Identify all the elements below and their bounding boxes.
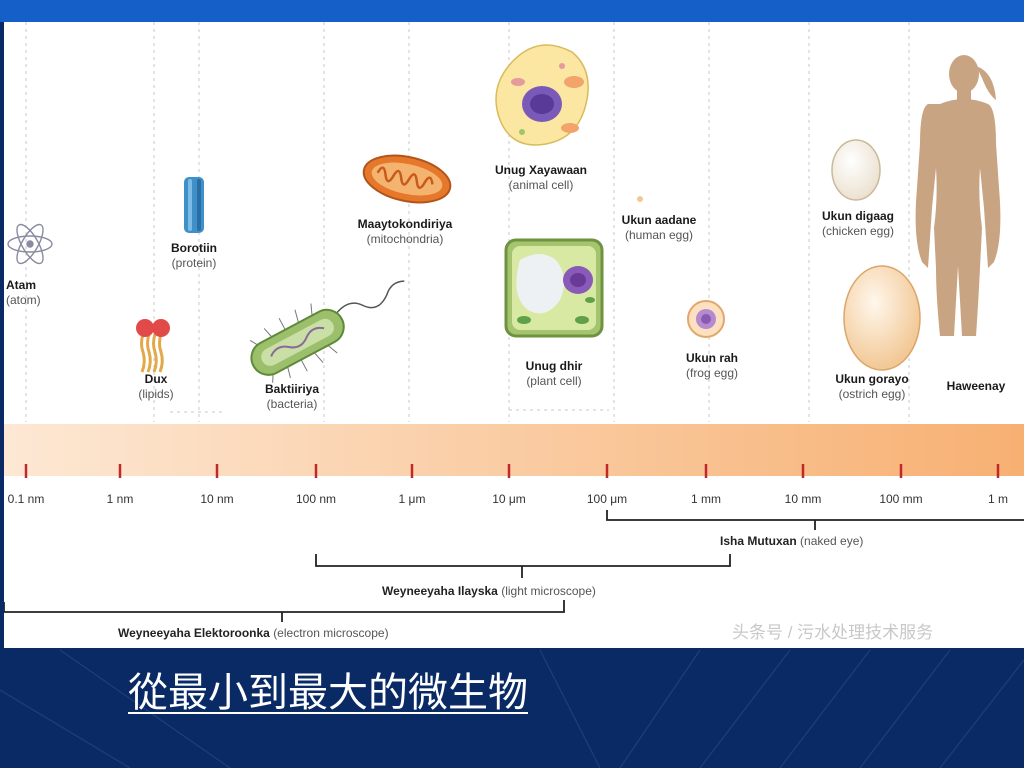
chicken-egg-icon <box>831 139 881 201</box>
label-plant-cell-sub: (plant cell) <box>526 374 582 388</box>
range-electron-microscope-name: Weyneeyaha Elektoroonka <box>118 626 270 640</box>
label-bacteria-sub: (bacteria) <box>266 397 318 411</box>
electron-microscope-bracket <box>4 600 565 622</box>
label-ostrich-egg: Ukun gorayo (ostrich egg) <box>835 372 908 402</box>
frog-egg-icon <box>687 300 725 338</box>
label-woman-name: Haweenay <box>946 379 1006 393</box>
label-chicken-egg: Ukun digaag (chicken egg) <box>822 209 894 239</box>
label-ostrich-egg-name: Ukun gorayo <box>835 372 909 386</box>
label-protein: Borotiin (protein) <box>171 241 217 271</box>
tick-label: 10 μm <box>492 492 526 506</box>
range-electron-microscope-sub: (electron microscope) <box>273 626 389 640</box>
label-lipids: Dux (lipids) <box>138 372 173 402</box>
scale-diagram-panel: Atam (atom) Dux (lipids) Borotiin (prote… <box>4 22 1024 648</box>
slide-title: 從最小到最大的微生物 <box>128 670 528 716</box>
protein-icon <box>184 177 204 233</box>
range-light-microscope: Weyneeyaha Ilayska (light microscope) <box>382 584 596 598</box>
lipid-icon <box>136 319 170 373</box>
label-human-egg: Ukun aadane (human egg) <box>622 213 697 243</box>
tick-label: 1 m <box>987 492 1009 506</box>
animal-cell-icon <box>495 44 589 146</box>
label-atom-sub: (atom) <box>6 293 41 307</box>
label-animal-cell-name: Unug Xayawaan <box>494 163 588 177</box>
label-bacteria-name: Baktiiriya <box>264 382 320 396</box>
range-naked-eye-name: Isha Mutuxan <box>720 534 797 548</box>
label-chicken-egg-sub: (chicken egg) <box>821 224 895 238</box>
label-plant-cell-name: Unug dhir <box>525 359 583 373</box>
watermark: 头条号 / 污水处理技术服务 <box>732 623 934 642</box>
label-mitochondria-sub: (mitochondria) <box>366 232 444 246</box>
tick-label: 100 μm <box>586 492 628 506</box>
label-mitochondria: Maaytokondiriya (mitochondria) <box>358 217 453 247</box>
label-protein-sub: (protein) <box>171 256 217 270</box>
human-egg-icon <box>637 196 643 202</box>
atom-icon <box>7 223 53 265</box>
plant-cell-icon <box>504 238 604 338</box>
tick-label: 100 mm <box>879 492 923 506</box>
label-human-egg-name: Ukun aadane <box>621 213 697 227</box>
label-lipids-sub: (lipids) <box>138 387 174 401</box>
naked-eye-bracket <box>606 510 1024 530</box>
label-chicken-egg-name: Ukun digaag <box>821 209 895 223</box>
label-frog-egg: Ukun rah (frog egg) <box>686 351 738 381</box>
range-naked-eye-sub: (naked eye) <box>800 534 864 548</box>
bacterium-icon <box>249 280 405 383</box>
label-plant-cell: Unug dhir (plant cell) <box>526 359 583 389</box>
range-light-microscope-sub: (light microscope) <box>501 584 596 598</box>
label-mitochondria-name: Maaytokondiriya <box>357 217 453 231</box>
range-naked-eye: Isha Mutuxan (naked eye) <box>720 534 863 548</box>
label-frog-egg-name: Ukun rah <box>685 351 738 365</box>
label-woman: Haweenay <box>947 379 1006 394</box>
label-frog-egg-sub: (frog egg) <box>685 366 739 380</box>
tick-label: 1 nm <box>106 492 134 506</box>
range-light-microscope-name: Weyneeyaha Ilayska <box>382 584 498 598</box>
light-microscope-bracket <box>315 554 731 578</box>
tick-label: 1 μm <box>398 492 426 506</box>
label-atom-name: Atam <box>6 278 37 292</box>
label-human-egg-sub: (human egg) <box>624 228 694 242</box>
label-animal-cell: Unug Xayawaan (animal cell) <box>495 163 587 193</box>
woman-silhouette-icon <box>915 55 1001 336</box>
tick-label: 10 mm <box>784 492 822 506</box>
tick-label: 100 nm <box>295 492 337 506</box>
scale-ticks <box>24 464 1000 478</box>
scale-diagram <box>4 22 1024 622</box>
label-atom: Atam (atom) <box>6 278 41 308</box>
mitochondrion-icon <box>362 154 452 204</box>
tick-label: 10 nm <box>200 492 234 506</box>
label-animal-cell-sub: (animal cell) <box>508 178 574 192</box>
tick-label: 1 mm <box>691 492 721 506</box>
scale-bar <box>4 424 1024 476</box>
tick-label: 0.1 nm <box>7 492 45 506</box>
label-bacteria: Baktiiriya (bacteria) <box>265 382 319 412</box>
label-ostrich-egg-sub: (ostrich egg) <box>838 387 906 401</box>
guide-lines <box>25 22 910 422</box>
ostrich-egg-icon <box>843 265 921 371</box>
label-lipids-name: Dux <box>144 372 168 386</box>
label-protein-name: Borotiin <box>171 241 217 255</box>
range-electron-microscope: Weyneeyaha Elektoroonka (electron micros… <box>118 626 389 640</box>
